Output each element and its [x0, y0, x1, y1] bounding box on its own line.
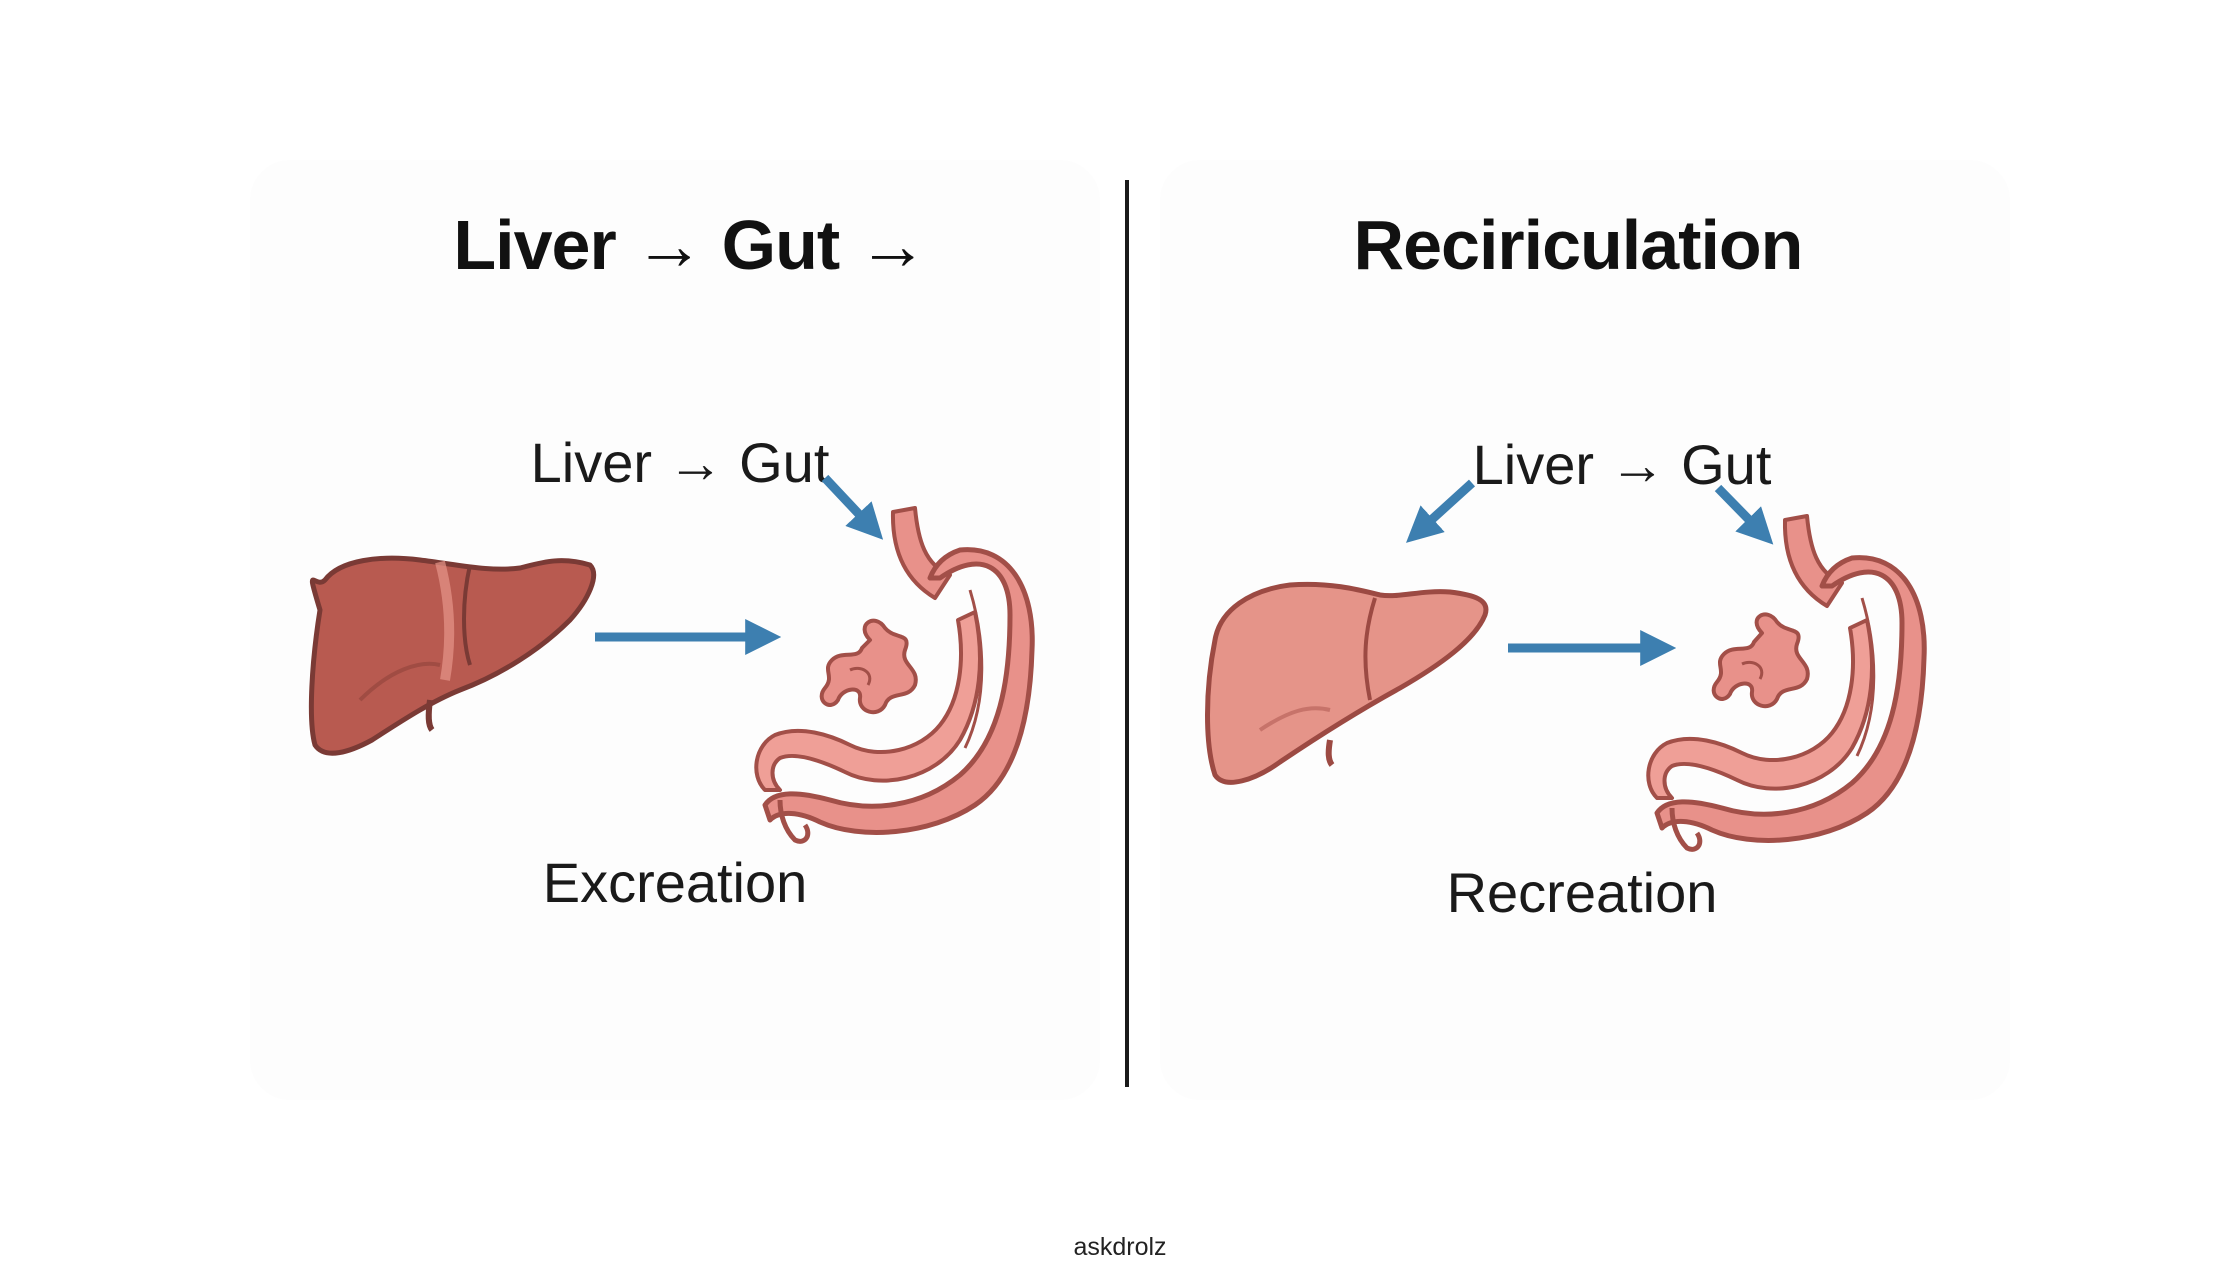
right-diagonal-arrow-left: [1406, 479, 1476, 543]
watermark-text: askdrolz: [1073, 1233, 1167, 1261]
center-divider: [1125, 180, 1129, 1087]
liver-icon: [308, 555, 597, 756]
left-diagonal-arrow: [821, 474, 884, 540]
liver-icon: [1205, 581, 1489, 785]
left-top-label: Liver → Gut: [530, 431, 830, 494]
gut-icon: [754, 506, 1035, 844]
left-panel-title: Liver → Gut →: [453, 206, 927, 284]
right-bottom-label: Recreation: [1446, 861, 1718, 924]
gut-icon: [1646, 514, 1927, 852]
right-diagonal-arrow-right: [1714, 484, 1774, 545]
right-panel-title: Reciriculation: [1353, 206, 1804, 284]
left-bottom-label: Excreation: [542, 851, 808, 914]
